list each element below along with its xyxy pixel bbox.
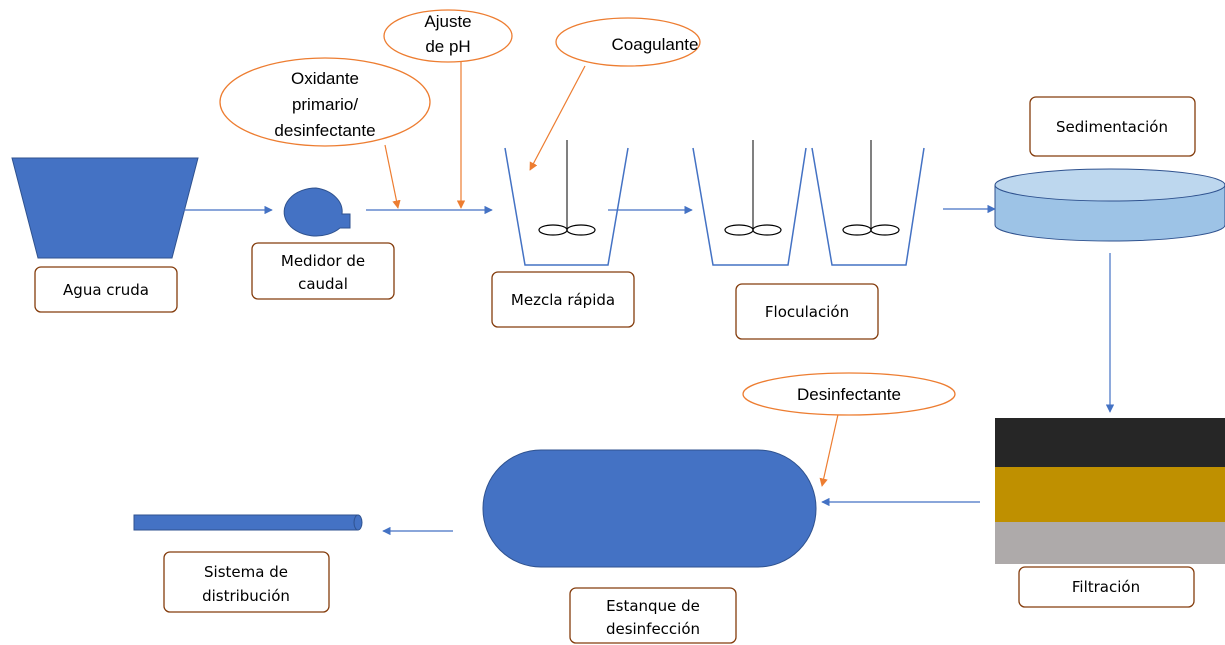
raw-water-text: Agua cruda	[63, 281, 149, 299]
distribution-pipe	[133, 514, 363, 531]
coagulant-label: Coagulante	[612, 35, 699, 54]
sedimentation-clarifier	[994, 168, 1225, 242]
dosing-arrow-disinfectant	[819, 409, 840, 487]
oxidant-line-2: primario/	[292, 95, 358, 114]
disinfection-tank-text-1: Estanque de	[606, 597, 700, 615]
disinfection-tank-text-2: desinfección	[606, 620, 700, 638]
filter-media	[995, 418, 1225, 564]
oxidant-line-1: Oxidante	[291, 69, 359, 88]
oxidant-line-3: desinfectante	[274, 121, 375, 140]
rapid-mix-text: Mezcla rápida	[511, 291, 615, 309]
sedimentation-text: Sedimentación	[1056, 118, 1168, 136]
dosing-arrow-oxidant	[384, 144, 401, 209]
chemical-coagulant: Coagulante	[555, 17, 701, 67]
ph-line-1: Ajuste	[424, 12, 471, 31]
label-distribution: Sistema de distribución	[163, 551, 330, 613]
chemical-disinfectant: Desinfectante	[742, 372, 956, 416]
disinfectant-label: Desinfectante	[797, 385, 901, 404]
chemical-ph-adjust: Ajuste de pH	[383, 9, 513, 63]
filter-layer-gravel	[995, 522, 1225, 564]
flow-meter-text-2: caudal	[298, 275, 348, 293]
label-sedimentation: Sedimentación	[1029, 96, 1196, 157]
dosing-arrow-coagulant	[529, 65, 586, 171]
label-flocculation: Floculación	[735, 283, 879, 340]
distribution-text-2: distribución	[202, 587, 290, 605]
distribution-text-1: Sistema de	[204, 563, 288, 581]
label-filtration: Filtración	[1018, 566, 1195, 608]
ph-line-2: de pH	[425, 37, 470, 56]
flocculation-text: Floculación	[765, 303, 849, 321]
flocculation-tank-1	[692, 140, 807, 266]
filtration-text: Filtración	[1072, 578, 1140, 596]
filter-layer-anthracite	[995, 418, 1225, 467]
filter-layer-sand	[995, 467, 1225, 522]
label-flow-meter: Medidor de caudal	[251, 242, 395, 300]
rapid-mix-tank	[504, 140, 629, 266]
label-rapid-mix: Mezcla rápida	[491, 271, 635, 328]
raw-water-tank	[11, 157, 199, 259]
disinfection-tank	[482, 449, 817, 568]
flocculation-tank-2	[811, 140, 925, 266]
chemical-oxidant: Oxidante primario/ desinfectante	[219, 57, 431, 147]
flow-meter-text-1: Medidor de	[281, 252, 365, 270]
label-raw-water: Agua cruda	[34, 266, 178, 313]
label-disinfection-tank: Estanque de desinfección	[569, 587, 737, 644]
flow-meter-icon	[283, 187, 351, 237]
